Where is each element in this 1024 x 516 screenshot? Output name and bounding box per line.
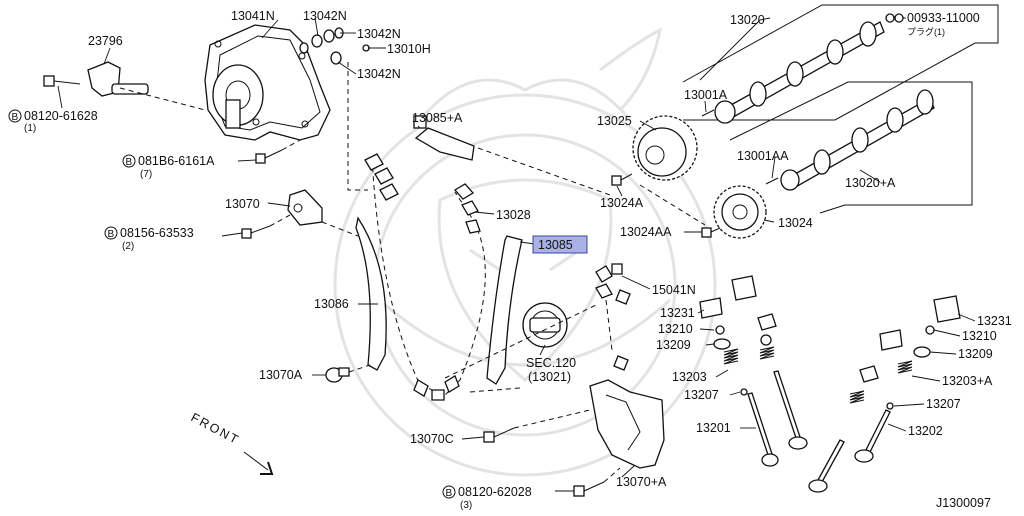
bolt-marker-circle [104, 226, 118, 240]
label-08120-61628[interactable]: 08120-61628 [24, 109, 98, 123]
label-13010H[interactable]: 13010H [387, 42, 431, 56]
label-13070C[interactable]: 13070C [410, 432, 454, 446]
label-13020[interactable]: 13020 [730, 13, 765, 27]
label-13024A[interactable]: 13024A [600, 196, 644, 210]
label-13085A[interactable]: 13085+A [412, 111, 463, 125]
part-labels: 13041N 13042N 13042N 13010H 13042N 23796… [8, 9, 1012, 511]
bolt-08156-63533[interactable] [241, 225, 271, 239]
bolt-13024A[interactable] [611, 173, 633, 186]
cam-sprocket-13024[interactable] [713, 185, 767, 239]
label-13070A[interactable]: 13070A [259, 368, 303, 382]
bolt-marker-circle [122, 154, 136, 168]
label-13203A[interactable]: 13203+A [942, 374, 993, 388]
label-13231-left[interactable]: 13231 [660, 306, 695, 320]
label-13209-right[interactable]: 13209 [958, 347, 993, 361]
label-00933-11000[interactable]: 00933-11000 [907, 11, 980, 25]
secondary-chain-15041N[interactable] [595, 263, 631, 371]
label-13210-right[interactable]: 13210 [962, 329, 997, 343]
orings-13042N[interactable] [299, 27, 370, 65]
label-13020A[interactable]: 13020+A [845, 176, 896, 190]
label-13042N-c[interactable]: 13042N [357, 67, 401, 81]
camshaft-box-13020 [682, 4, 999, 121]
label-13209-left[interactable]: 13209 [656, 338, 691, 352]
label-13025[interactable]: 13025 [597, 114, 632, 128]
camshaft-13020[interactable] [714, 21, 885, 124]
plug-00933-11000[interactable] [885, 13, 904, 23]
label-13070A-plus[interactable]: 13070+A [616, 475, 667, 489]
valve-train-exhaust[interactable] [808, 295, 961, 493]
qty-081B6-6161A: (7) [140, 169, 152, 180]
label-front: FRONT [189, 410, 242, 447]
label-13203[interactable]: 13203 [672, 370, 707, 384]
bolt-081B6-6161A[interactable] [255, 149, 283, 164]
diagram-code: J1300097 [936, 496, 991, 510]
label-13201[interactable]: 13201 [696, 421, 731, 435]
label-13086[interactable]: 13086 [314, 297, 349, 311]
bolt-08120-62028[interactable] [573, 481, 605, 497]
qty-08156-63533: (2) [122, 241, 134, 252]
label-13001A[interactable]: 13001A [684, 88, 728, 102]
label-sec120-sub: (13021) [528, 370, 571, 384]
assembly-lines [119, 62, 706, 483]
valve-train-intake[interactable] [699, 275, 808, 467]
vtc-sprocket-13025[interactable] [632, 115, 698, 181]
bolt-marker-letter: B [446, 488, 453, 499]
label-23796[interactable]: 23796 [88, 34, 123, 48]
label-13001AA[interactable]: 13001AA [737, 149, 789, 163]
label-13207-right[interactable]: 13207 [926, 397, 961, 411]
label-08120-62028[interactable]: 08120-62028 [458, 485, 532, 499]
label-13042N-a[interactable]: 13042N [303, 9, 347, 23]
label-13202[interactable]: 13202 [908, 424, 943, 438]
chain-guide-13085A[interactable] [413, 115, 475, 161]
camshaft-13020A[interactable] [780, 89, 935, 191]
timing-chain-13028[interactable] [364, 153, 486, 401]
bolt-marker-circle [8, 109, 22, 123]
label-081B6-6161A[interactable]: 081B6-6161A [138, 154, 215, 168]
label-13070[interactable]: 13070 [225, 197, 260, 211]
label-13024[interactable]: 13024 [778, 216, 813, 230]
label-08156-63533[interactable]: 08156-63533 [120, 226, 194, 240]
front-direction-arrow [243, 451, 274, 475]
label-13210-left[interactable]: 13210 [658, 322, 693, 336]
label-13024AA[interactable]: 13024AA [620, 225, 672, 239]
bolt-marker-letter: B [126, 157, 133, 168]
bolt-08120-61628[interactable] [43, 75, 81, 87]
bolt-13070A[interactable] [325, 367, 350, 383]
qty-08120-61628: (1) [24, 123, 36, 134]
label-00933-note: プラグ(1) [907, 26, 945, 37]
label-sec120[interactable]: SEC.120 [526, 356, 576, 370]
bolt-marker-circle [442, 485, 456, 499]
leader-lines [57, 17, 976, 492]
front-cover-13041N[interactable] [204, 24, 331, 141]
slack-guide-13086[interactable] [355, 216, 387, 371]
sensor-23796[interactable] [87, 61, 149, 97]
crank-sprocket-sec120[interactable] [522, 302, 568, 348]
dowel-13001AA[interactable] [765, 177, 779, 185]
tensioner-13070[interactable] [287, 189, 323, 226]
label-13085[interactable]: 13085 [538, 238, 573, 252]
label-13028[interactable]: 13028 [496, 208, 531, 222]
label-13231-right[interactable]: 13231 [977, 314, 1012, 328]
label-13042N-b[interactable]: 13042N [357, 27, 401, 41]
dowel-13001A[interactable] [701, 109, 715, 117]
label-13041N[interactable]: 13041N [231, 9, 275, 23]
bolt-13024AA[interactable] [701, 227, 721, 238]
bolt-marker-letter: B [12, 112, 19, 123]
highlight-box-13085 [532, 235, 588, 254]
tension-guide-13085[interactable] [486, 235, 523, 385]
label-13207-left[interactable]: 13207 [684, 388, 719, 402]
bolt-marker-letter: B [108, 229, 115, 240]
camshaft-box-13020A [729, 81, 973, 214]
qty-08120-62028: (3) [460, 500, 472, 511]
watermark-emblem [333, 27, 717, 477]
label-15041N[interactable]: 15041N [652, 283, 696, 297]
tensioner-bracket-13070A[interactable] [589, 379, 665, 469]
